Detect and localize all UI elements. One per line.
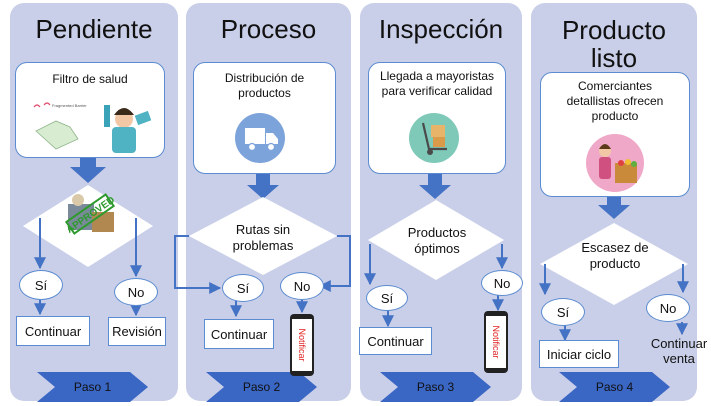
down-arrow-4 xyxy=(598,193,630,219)
decision-text-3: Productos óptimos xyxy=(407,225,467,256)
decision-diamond-3 xyxy=(368,200,504,280)
wholesaler-label: Llegada a mayoristas para verificar cali… xyxy=(379,69,495,98)
illustration-caption: Fragmented Barrier xyxy=(52,103,87,108)
distribution-box: Distribución de productos xyxy=(193,62,336,174)
yes-oval-4: Sí xyxy=(541,298,585,326)
phone-icon-3: Notificar xyxy=(484,311,508,373)
column-title-producto-listo: Producto listo xyxy=(561,15,667,73)
wholesaler-box: Llegada a mayoristas para verificar cali… xyxy=(368,62,506,174)
step-label-4: Paso 4 xyxy=(595,380,634,394)
decision-text-4: Escasez de producto xyxy=(581,240,649,271)
yes-oval-3: Sí xyxy=(366,285,408,311)
step-chevron-4 xyxy=(559,372,670,402)
continuar-venta-box: Continuar venta xyxy=(650,336,708,366)
continuar-box-2: Continuar xyxy=(204,319,274,349)
phone-icon-2: Notificar xyxy=(290,314,314,376)
no-oval-2: No xyxy=(280,272,324,300)
hand-truck-icon xyxy=(409,113,459,163)
iniciar-ciclo-box: Iniciar ciclo xyxy=(539,340,619,368)
down-arrow-3 xyxy=(419,173,451,199)
step-label-2: Paso 2 xyxy=(242,380,281,394)
step-label-1: Paso 1 xyxy=(73,380,112,394)
decision-diamond-2 xyxy=(189,197,337,275)
truck-icon xyxy=(235,113,285,163)
yes-oval-1: Sí xyxy=(19,270,63,300)
step-chevron-3 xyxy=(380,372,491,402)
retailers-box: Comerciantes detallistas ofrecen product… xyxy=(540,72,690,197)
shopkeeper-icon xyxy=(585,133,645,193)
yes-oval-2: Sí xyxy=(222,274,264,302)
column-title-pendiente: Pendiente xyxy=(35,14,153,44)
approved-stamp-icon: APPROVED xyxy=(62,190,118,238)
notificar-label-2: Notificar xyxy=(297,328,307,362)
down-arrow-2 xyxy=(247,173,279,199)
health-filter-box: Filtro de salud Fragmented Barrier xyxy=(15,62,165,158)
retailers-label: Comerciantes detallistas ofrecen product… xyxy=(566,79,664,123)
column-title-inspeccion: Inspección xyxy=(378,14,504,44)
distribution-label: Distribución de productos xyxy=(224,71,305,100)
down-arrow-1 xyxy=(70,155,106,183)
no-oval-1: No xyxy=(114,278,158,306)
health-filter-illustration: Fragmented Barrier xyxy=(33,102,152,153)
step-label-3: Paso 3 xyxy=(416,380,455,394)
continuar-box-1: Continuar xyxy=(16,316,90,346)
decision-text-2: Rutas sin problemas xyxy=(232,222,294,253)
no-oval-4: No xyxy=(646,294,690,322)
continuar-box-3: Continuar xyxy=(359,327,432,355)
decision-diamond-4 xyxy=(540,223,688,305)
health-filter-label: Filtro de salud xyxy=(52,72,128,86)
notificar-label-3: Notificar xyxy=(491,325,501,359)
no-oval-3: No xyxy=(481,270,523,296)
step-chevron-1 xyxy=(37,372,148,402)
step-chevron-2 xyxy=(206,372,317,402)
column-title-proceso: Proceso xyxy=(220,14,317,44)
revision-box: Revisión xyxy=(108,317,166,346)
